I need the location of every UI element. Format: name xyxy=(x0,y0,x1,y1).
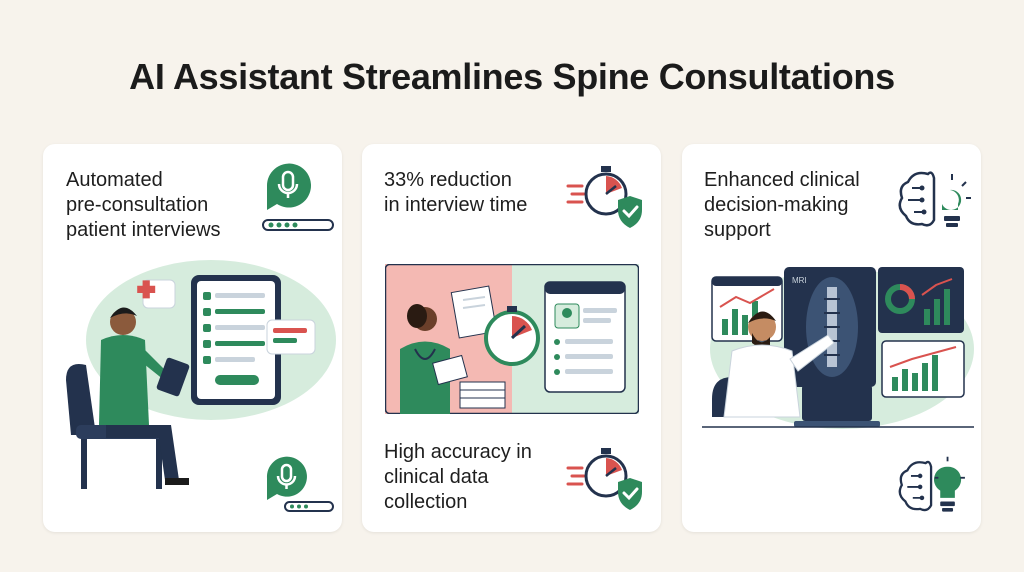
card-3-text: Enhanced clinical decision-making suppor… xyxy=(704,169,860,241)
card-time-and-accuracy: 33% reduction in interview time xyxy=(362,144,661,532)
microphone-chat-icon-small xyxy=(266,456,334,512)
card-2-text-secondary: High accuracy in clinical data collectio… xyxy=(384,441,532,513)
mri-label: MRI xyxy=(792,276,807,285)
stopwatch-shield-icon-small xyxy=(566,448,642,510)
card-1-text: Automated pre-consultation patient inter… xyxy=(66,169,221,241)
brain-lightbulb-icon-small xyxy=(898,456,965,512)
paperwork-vs-digital-illustration xyxy=(385,264,639,414)
doctor-spine-mri-illustration: MRI xyxy=(702,267,974,429)
patient-using-tablet-illustration xyxy=(66,260,336,489)
page-title: AI Assistant Streamlines Spine Consultat… xyxy=(129,56,895,97)
brain-lightbulb-icon xyxy=(898,171,971,227)
card-decision-support: Enhanced clinical decision-making suppor… xyxy=(682,144,981,532)
microphone-chat-icon xyxy=(262,163,334,231)
card-automated-interviews: Automated pre-consultation patient inter… xyxy=(43,144,342,532)
card-2-text: 33% reduction in interview time xyxy=(384,169,528,216)
stopwatch-shield-icon xyxy=(566,166,642,228)
